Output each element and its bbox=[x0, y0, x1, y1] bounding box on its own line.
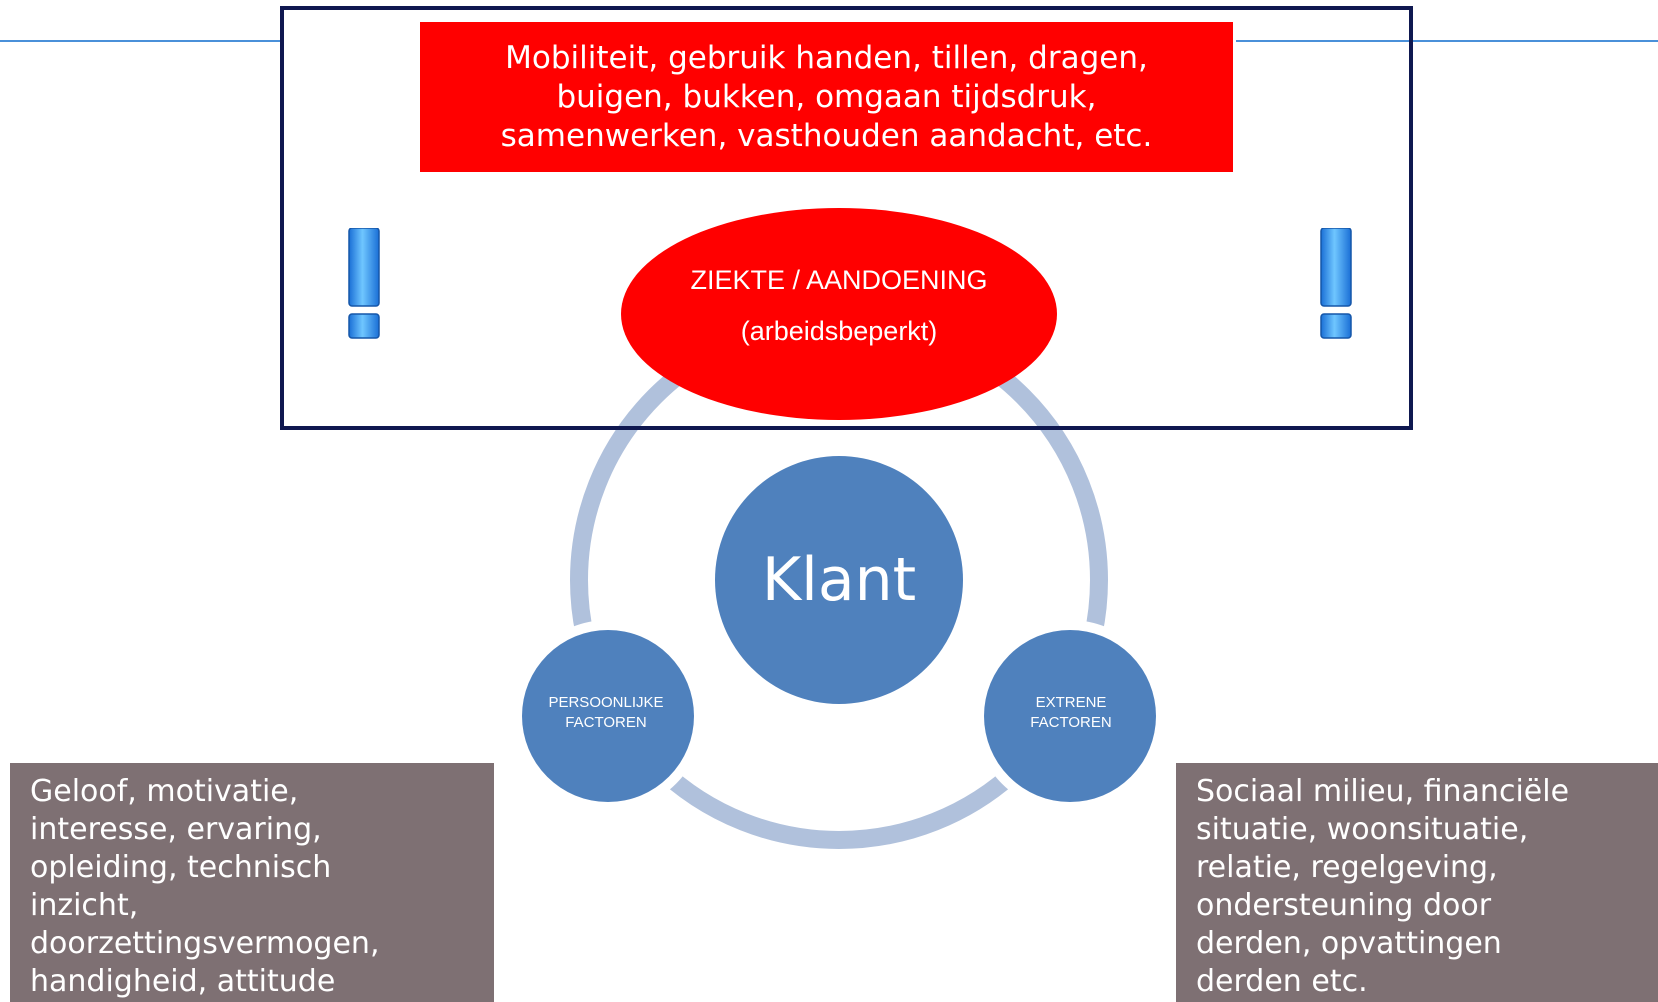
client-circle bbox=[715, 456, 963, 704]
header-rule-right bbox=[1236, 40, 1658, 42]
client-label: Klant bbox=[761, 545, 917, 615]
illness-subtitle: (arbeidsbeperkt) bbox=[740, 316, 938, 346]
external-factors-line1: EXTRENE bbox=[1035, 694, 1107, 711]
exclamation-icon bbox=[348, 228, 380, 339]
illness-title: ZIEKTE / AANDOENING bbox=[690, 265, 988, 295]
exclamation-icon bbox=[1320, 228, 1352, 339]
personal-factors-box: Geloof, motivatie, interesse, ervaring, … bbox=[10, 763, 494, 1002]
external-factors-circle bbox=[984, 630, 1156, 802]
external-factors-line2: FACTOREN bbox=[1030, 714, 1112, 731]
personal-factors-line1: PERSOONLIJKE bbox=[548, 694, 664, 711]
highlight-frame bbox=[280, 6, 1413, 430]
external-factors-text: Sociaal milieu, financiële situatie, woo… bbox=[1196, 774, 1570, 999]
external-factors-label: EXTRENE FACTOREN bbox=[986, 693, 1156, 733]
external-factors-box: Sociaal milieu, financiële situatie, woo… bbox=[1176, 763, 1658, 1002]
illness-label: ZIEKTE / AANDOENING (arbeidsbeperkt) bbox=[622, 265, 1056, 347]
personal-factors-line2: FACTOREN bbox=[565, 714, 647, 731]
personal-factors-circle bbox=[522, 630, 694, 802]
personal-factors-text: Geloof, motivatie, interesse, ervaring, … bbox=[30, 774, 380, 999]
abilities-text: Mobiliteit, gebruik handen, tillen, drag… bbox=[500, 39, 1153, 154]
illness-ellipse bbox=[621, 208, 1057, 420]
header-rule-left bbox=[0, 40, 282, 42]
personal-factors-label: PERSOONLIJKE FACTOREN bbox=[521, 693, 691, 733]
abilities-box: Mobiliteit, gebruik handen, tillen, drag… bbox=[420, 22, 1233, 172]
